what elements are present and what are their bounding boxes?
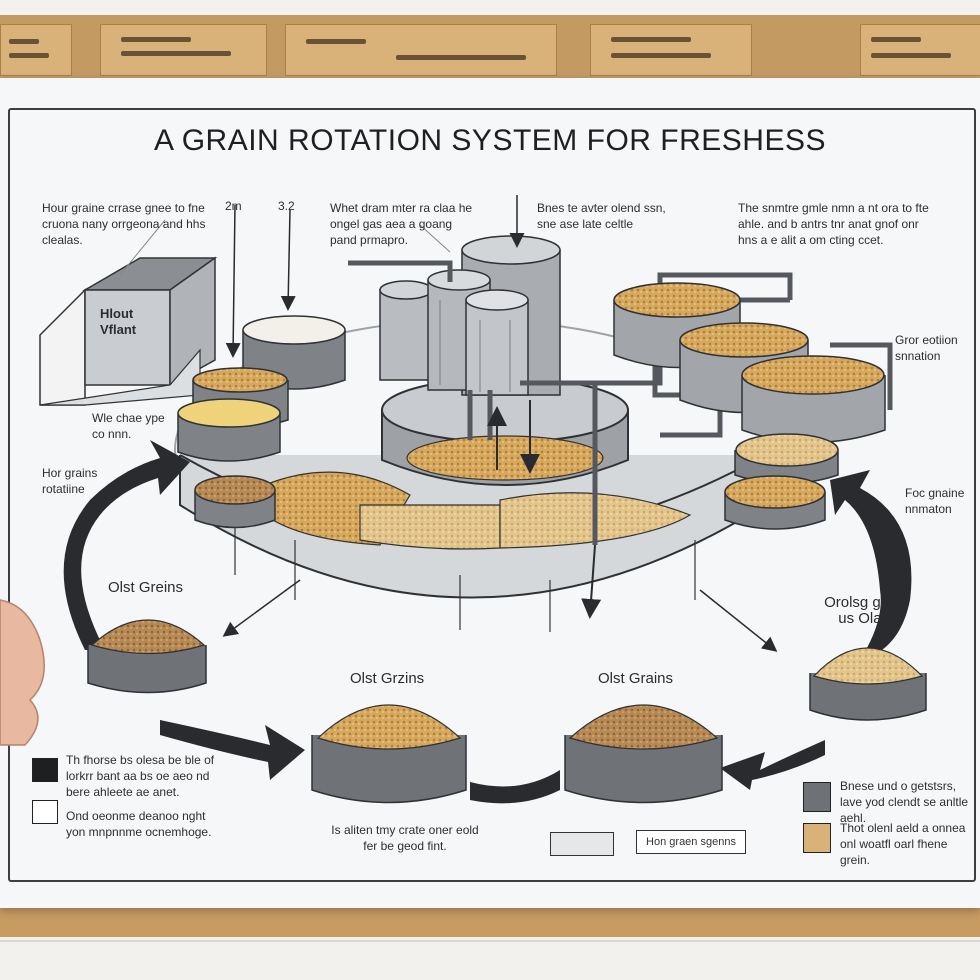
cork-card [590,24,752,76]
pointer-arrow [225,204,241,358]
note-top-center: Whet dram mter ra claa he ongel gas aea … [330,201,473,247]
center-bin [381,377,629,486]
flow-arrow [581,544,602,619]
cork-card [0,24,72,76]
poster-frame-bottom [0,905,980,937]
page-title: A GRAIN ROTATION SYSTEM FOR FRESHESS [154,124,826,157]
hand [0,599,45,746]
cork-card [285,24,557,76]
leader-line [419,224,451,253]
building [39,256,218,406]
note-top-mid-a: 2m [225,199,242,213]
cork-card [860,24,980,76]
label-right-bowl: Orolsg gins us Olat [824,594,900,627]
legend-swatch-white [32,800,58,824]
cork-card [100,24,267,76]
legend-right-entry2: Thot olenl aeld a onnea onl woatfl oarl … [840,821,966,867]
rotation-arrows [63,440,912,804]
legend-right-entry1: Bnese und o getstsrs, lave yod clendt se… [840,779,969,825]
grain-pile [359,504,501,550]
note-bottom-center: Is aliten tmy crate oner eold fer be geo… [331,823,479,853]
note-top-right: The snmtre gmle nmn a nt ora to fte ahle… [738,201,929,247]
silo-cluster [379,235,561,396]
pipe-network [348,260,893,545]
ring-bins [177,315,839,530]
legend-left-entry1: Th fhorse bs olesa be ble of lorkrr bant… [66,753,215,799]
outer-bowls [87,619,927,804]
note-left-mid: Wle chae ype co nnn. [92,411,165,441]
pointer-arrow [280,209,296,311]
note-top-left: Hour graine crrase gnee to fne cruona na… [42,201,206,247]
pointer-arrow [699,589,778,652]
label-olest-center-right: Olst Grains [598,670,674,687]
building-label: Hlout Vflant [100,306,137,337]
poster-border [8,108,976,882]
legend-swatch-gray [803,782,831,812]
label-olest-center-left: Olst Grzins [350,670,425,687]
pointer-arrow [222,579,301,637]
legend-swatch-dark [32,758,58,782]
label-olest-left: Olst Greins [108,579,184,596]
leader-line [119,219,166,276]
note-top-mid-b: 3.2 [278,199,295,213]
legend-left-entry2: Ond oeonme deanoo nght yon mnpnnme ocnem… [66,809,212,839]
legend-swatch-grain [803,823,831,853]
tank-row [613,282,886,444]
legend-button[interactable]: Hon graen sgenns [636,830,746,854]
legend-placeholder-box [550,832,614,856]
note-left-rotation: Hor grains rotatiine [42,466,98,496]
note-top-center-right: Bnes te avter olend ssn, sne ase late ce… [537,201,666,231]
note-right-rotation: Foc gnaine nnmaton [905,486,965,516]
note-right-top: Gror eotiion snnation [895,333,958,363]
